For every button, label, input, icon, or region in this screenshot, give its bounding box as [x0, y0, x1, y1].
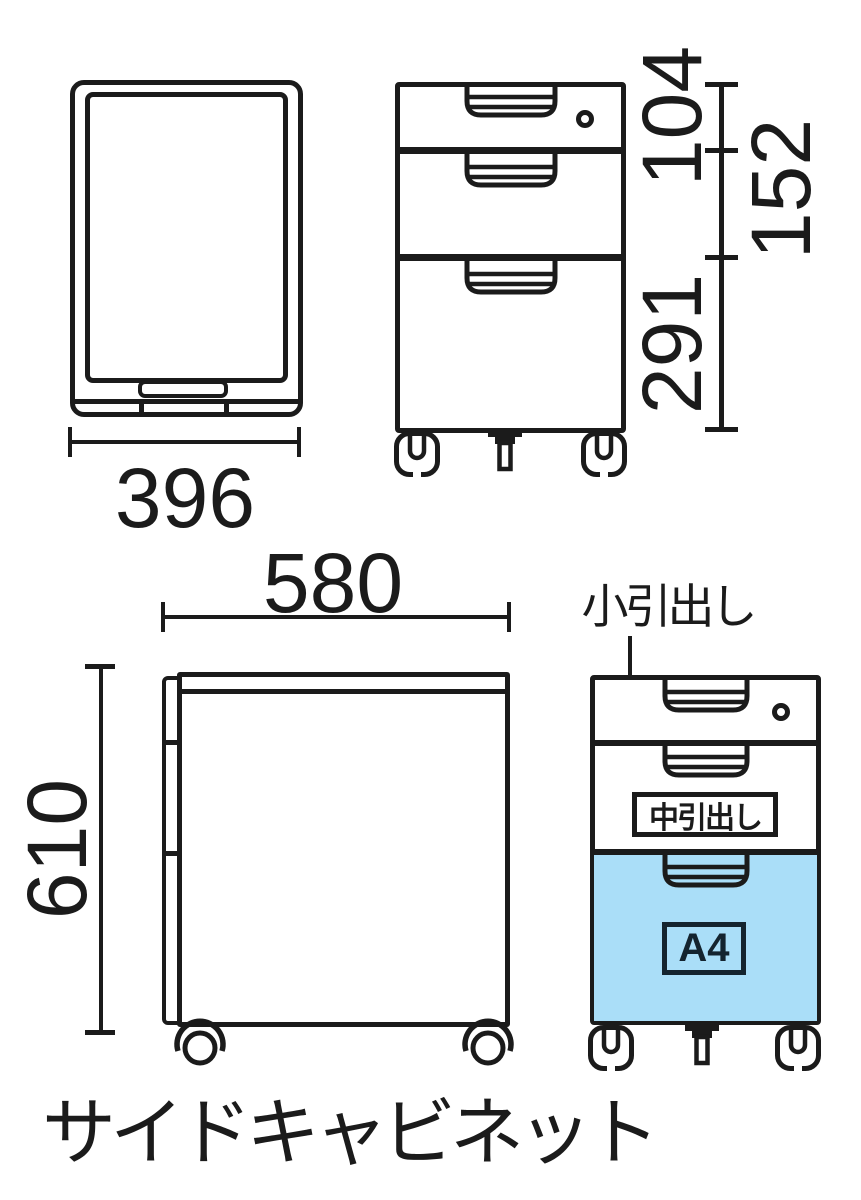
top-view-base-divider-left	[139, 401, 144, 415]
front-dim-tick-bottom	[705, 427, 738, 432]
dim-580-line	[163, 615, 510, 619]
caster-wheel-icon	[461, 1014, 515, 1068]
dim-396-tick-left	[68, 427, 72, 457]
top-view-base-divider-right	[224, 401, 229, 415]
side-view-body-outline	[177, 672, 510, 1027]
keyhole-icon	[772, 703, 790, 721]
small-drawer-leader-line	[628, 636, 632, 712]
front-view-divider-1	[398, 147, 623, 154]
keyhole-icon	[576, 110, 594, 128]
top-view-handle-tab	[138, 380, 228, 398]
dim-396-tick-right	[297, 427, 301, 457]
caster-icon	[775, 1023, 821, 1071]
top-view-base-line	[72, 399, 301, 404]
front-dim-tick-top	[705, 82, 738, 87]
side-view-strip-divider-1	[164, 740, 177, 745]
caster-wheel-icon	[173, 1014, 227, 1068]
dim-580-tick-left	[161, 602, 165, 632]
drawer-handle-icon	[662, 680, 750, 713]
annotated-divider-2	[593, 849, 818, 855]
dim-396-label: 396	[114, 451, 256, 545]
a4-size-badge-label: A4	[678, 926, 730, 970]
side-view-top-panel-line	[182, 689, 506, 694]
middle-drawer-badge-label: 中引出し	[649, 801, 763, 835]
top-view-inner-outline	[85, 92, 288, 383]
drawer-handle-icon	[464, 84, 558, 118]
side-view-strip-divider-2	[164, 851, 177, 856]
front-view-divider-2	[398, 254, 623, 261]
a4-size-badge: A4	[662, 922, 746, 975]
dim-610-tick-bottom	[85, 1030, 115, 1035]
dim-610-line	[99, 666, 103, 1034]
drawer-handle-icon	[464, 154, 558, 188]
front-dim-tick-2	[705, 255, 738, 260]
center-leg-icon	[488, 430, 522, 472]
middle-drawer-badge: 中引出し	[632, 792, 778, 837]
drawer-handle-icon	[464, 261, 558, 295]
front-dim-tick-1	[705, 148, 738, 153]
center-leg-icon	[685, 1024, 719, 1066]
dim-396-line	[70, 440, 300, 444]
caster-icon	[588, 1023, 634, 1071]
caster-icon	[394, 429, 440, 477]
annotated-divider-1	[593, 740, 818, 746]
drawer-handle-icon	[662, 745, 750, 778]
dim-580-label: 580	[262, 536, 404, 630]
caster-icon	[581, 429, 627, 477]
bottom-drawer-highlight	[594, 853, 817, 1021]
dim-580-tick-right	[507, 602, 511, 632]
caption: サイドキャビネット	[42, 1091, 660, 1174]
drawer-handle-icon	[662, 855, 750, 888]
dim-610-tick-top	[85, 664, 115, 669]
small-drawer-callout-label: 小引出し	[581, 580, 758, 633]
